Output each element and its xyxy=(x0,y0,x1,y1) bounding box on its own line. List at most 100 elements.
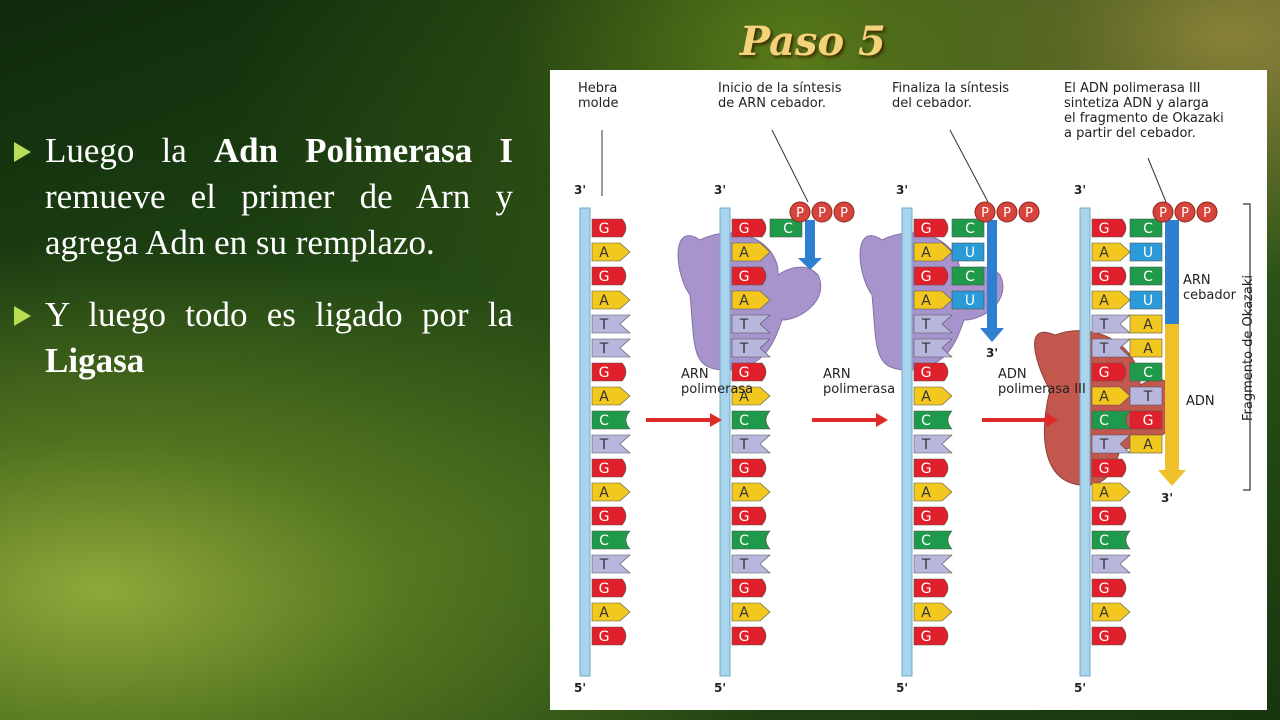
triangle-bullet-icon xyxy=(14,142,31,162)
template-base xyxy=(591,626,627,646)
paired-base-label: C xyxy=(783,221,793,237)
template-base-label: C xyxy=(599,413,609,429)
template-base xyxy=(1091,362,1127,382)
new-strand-3-label: 3' xyxy=(1161,491,1173,505)
template-base-label: G xyxy=(1099,461,1110,477)
template-base-label: T xyxy=(921,341,931,357)
phosphate-group xyxy=(811,201,833,223)
template-base xyxy=(913,386,953,406)
paired-base xyxy=(1129,290,1163,310)
template-base-label: T xyxy=(599,557,609,573)
template-base xyxy=(731,506,767,526)
rna-strand-arrow xyxy=(980,220,1004,342)
template-base xyxy=(913,218,949,238)
template-base-label: A xyxy=(1099,605,1109,621)
template-base-label: T xyxy=(1099,437,1109,453)
template-label: Hebra xyxy=(578,81,617,96)
paired-base-label: C xyxy=(1143,365,1153,381)
template-base-label: G xyxy=(599,629,610,645)
template-base xyxy=(913,410,953,430)
paired-base-label: A xyxy=(1143,317,1153,333)
template-base xyxy=(913,434,953,454)
template-base xyxy=(913,458,949,478)
template-base xyxy=(731,530,771,550)
okazaki-bracket xyxy=(1243,203,1251,491)
template-backbone xyxy=(719,207,731,677)
phosphate-label: P xyxy=(1181,206,1189,221)
template-base-label: A xyxy=(1099,389,1109,405)
template-base-label: A xyxy=(1099,293,1109,309)
phosphate-group xyxy=(974,201,996,223)
strand-end-3-label: 3' xyxy=(896,183,908,197)
paired-base-label: C xyxy=(1143,221,1153,237)
template-base xyxy=(913,266,949,286)
phosphate-label: P xyxy=(840,206,848,221)
template-base xyxy=(591,362,627,382)
paired-base xyxy=(1129,266,1163,286)
phosphate-label: P xyxy=(981,206,989,221)
slide-title: Paso 5 xyxy=(740,18,886,65)
template-base xyxy=(1091,290,1131,310)
template-base-label: G xyxy=(921,509,932,525)
phosphate-label: P xyxy=(1159,206,1167,221)
rna-strand-arrow xyxy=(798,220,822,270)
template-base-label: G xyxy=(599,461,610,477)
template-base xyxy=(731,434,771,454)
template-base-label: C xyxy=(921,533,931,549)
template-base xyxy=(731,458,767,478)
triangle-bullet-icon xyxy=(14,306,31,326)
template-base xyxy=(591,266,627,286)
template-base xyxy=(1091,530,1131,550)
primer-end-label: Finaliza la síntesis xyxy=(892,81,1009,96)
template-base-label: A xyxy=(921,245,931,261)
template-base xyxy=(591,602,631,622)
template-base-label: A xyxy=(921,389,931,405)
paired-base-label: T xyxy=(1143,389,1153,405)
adn-polymerase-label: polimerasa III xyxy=(998,382,1086,397)
paired-base-label: C xyxy=(1143,269,1153,285)
leader-line xyxy=(949,129,989,203)
paired-base xyxy=(1129,410,1163,430)
template-base-label: A xyxy=(739,293,749,309)
template-label: molde xyxy=(578,96,618,111)
template-base xyxy=(591,218,627,238)
arn-polymerase-label: polimerasa xyxy=(681,382,753,397)
template-base-label: G xyxy=(739,461,750,477)
template-base-label: G xyxy=(921,581,932,597)
template-base-label: G xyxy=(921,365,932,381)
arn-polymerase-label: ARN xyxy=(681,367,709,382)
template-base xyxy=(731,482,771,502)
template-base-label: T xyxy=(921,317,931,333)
template-base xyxy=(913,578,949,598)
paired-base xyxy=(951,266,985,286)
template-base-label: T xyxy=(739,437,749,453)
template-backbone xyxy=(901,207,913,677)
phosphate-group xyxy=(996,201,1018,223)
bullet-bold-term: Adn Polimerasa I xyxy=(213,131,513,170)
template-base xyxy=(913,506,949,526)
template-base-label: G xyxy=(921,221,932,237)
template-base xyxy=(1091,266,1127,286)
phosphate-label: P xyxy=(1003,206,1011,221)
template-base-label: G xyxy=(1099,581,1110,597)
paired-base xyxy=(769,218,803,238)
template-base xyxy=(1091,482,1131,502)
strand-end-3-label: 3' xyxy=(574,183,586,197)
primer-start-label: de ARN cebador. xyxy=(718,96,826,111)
template-base xyxy=(731,386,771,406)
template-base-label: G xyxy=(739,509,750,525)
paired-base-label: C xyxy=(965,269,975,285)
phosphate-label: P xyxy=(1025,206,1033,221)
template-base xyxy=(1091,578,1127,598)
template-base xyxy=(1091,602,1131,622)
template-base xyxy=(913,554,953,574)
template-base-label: A xyxy=(599,485,609,501)
template-base-label: G xyxy=(599,269,610,285)
template-base-label: A xyxy=(739,389,749,405)
bullet-text: Y luego todo es ligado por la Ligasa xyxy=(45,292,513,384)
template-base xyxy=(731,290,771,310)
template-base-label: A xyxy=(921,485,931,501)
template-base-label: C xyxy=(921,413,931,429)
template-base-label: G xyxy=(1099,221,1110,237)
template-base xyxy=(1091,242,1131,262)
